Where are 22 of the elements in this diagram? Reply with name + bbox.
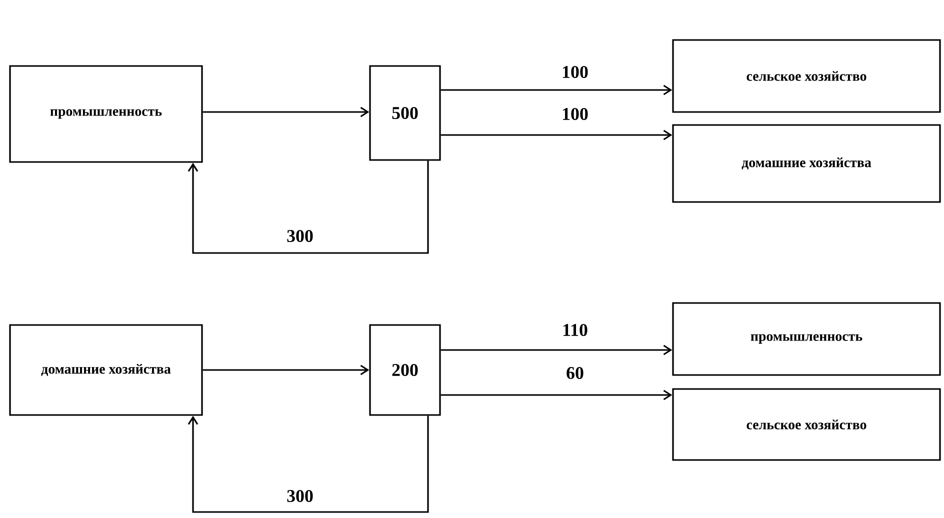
sector-box: сельское хозяйство [672, 388, 941, 461]
arrow [440, 344, 672, 356]
sector-box: промышленность [672, 302, 941, 376]
edge-label: 100 [560, 106, 590, 122]
arrow [188, 160, 429, 254]
arrow [440, 130, 672, 140]
edge-label: 300 [286, 488, 314, 504]
arrow [202, 364, 370, 376]
edge-label: 300 [286, 228, 314, 244]
arrow [188, 416, 429, 513]
sector-box: сельское хозяйство [672, 39, 941, 113]
sector-box: промышленность [9, 65, 203, 163]
arrow [440, 84, 672, 96]
arrow [440, 390, 672, 400]
sector-box: домашние хозяйства [672, 124, 941, 203]
edge-label: 110 [561, 322, 589, 338]
number-box: 200 [369, 324, 441, 416]
arrow [202, 106, 370, 118]
number-box: 500 [369, 65, 441, 161]
sector-box: домашние хозяйства [9, 324, 203, 416]
edge-label: 60 [565, 366, 585, 380]
edge-label: 100 [560, 64, 590, 80]
